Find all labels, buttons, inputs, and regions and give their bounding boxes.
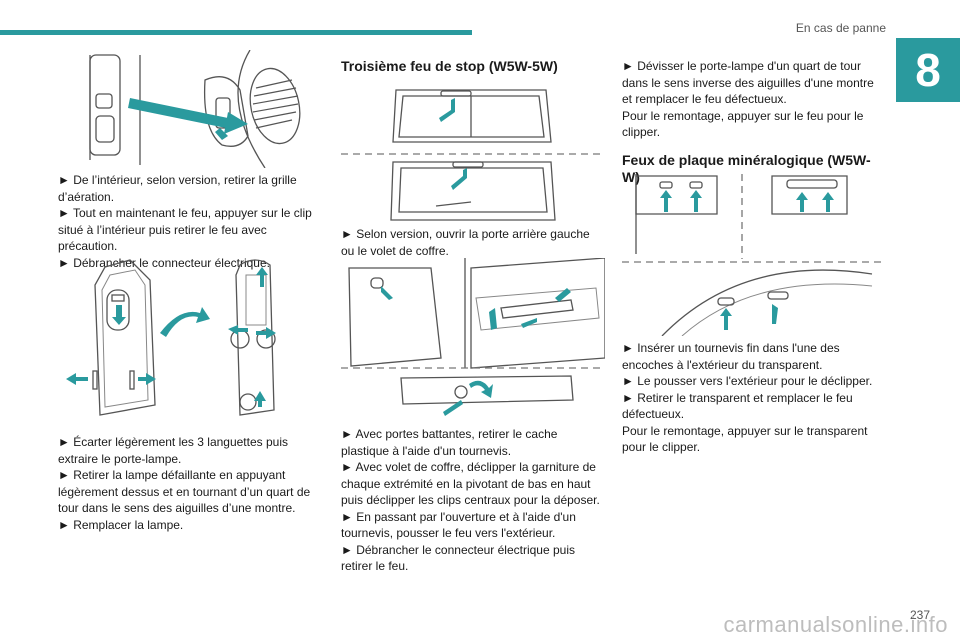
figure-plate-light-removal — [622, 174, 884, 336]
left-text-2: ► Écarter légèrement les 3 languettes pu… — [58, 435, 311, 532]
section-title: En cas de panne — [795, 21, 886, 35]
middle-text-2: ► Avec portes battantes, retirer le cach… — [341, 427, 600, 573]
figure-trim-and-light-removal — [341, 258, 605, 416]
middle-heading-block: Troisième feu de stop (W5W-5W) — [341, 58, 603, 75]
left-text-1: ► De l’intérieur, selon version, retirer… — [58, 173, 312, 270]
right-text-2: ► Insérer un tournevis fin dans l'une de… — [622, 341, 873, 454]
page-number: 237 — [909, 608, 930, 622]
figure-vent-grille-removal — [89, 50, 301, 168]
chapter-number-badge: 8 — [896, 38, 960, 102]
header-accent-bar — [0, 30, 472, 35]
figure-rear-doors-brake-light — [341, 89, 605, 221]
watermark: carmanualsonline.info — [723, 612, 948, 637]
section-heading-third-brake-light: Troisième feu de stop (W5W-5W) — [341, 58, 558, 74]
figure-lamp-holder-removal — [66, 259, 276, 416]
middle-text-1: ► Selon version, ouvrir la porte arrière… — [341, 227, 590, 258]
right-text-1: ► Dévisser le porte-lampe d'un quart de … — [622, 59, 874, 139]
